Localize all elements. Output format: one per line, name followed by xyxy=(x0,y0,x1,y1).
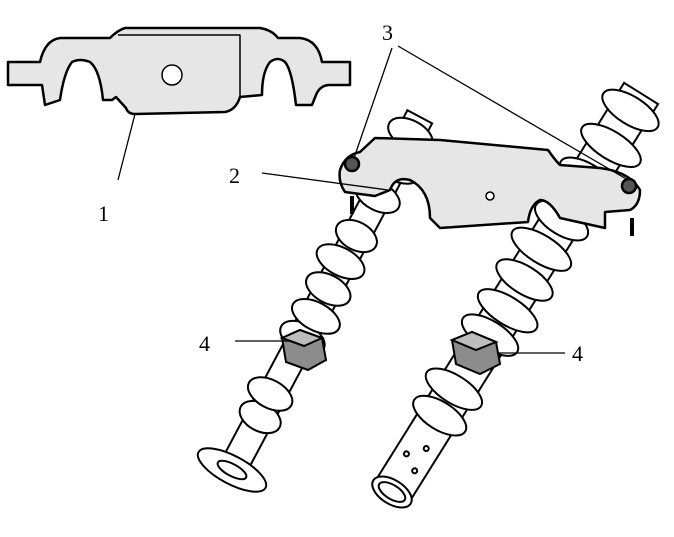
hex-nut-left xyxy=(279,328,328,372)
camshaft-locking-tool-installed xyxy=(338,136,642,236)
leader-3b xyxy=(397,45,629,181)
callout-2: 2 xyxy=(229,163,240,188)
callout-4-left: 4 xyxy=(199,331,210,356)
camshaft-locking-tool-detail xyxy=(6,26,352,116)
leader-lines xyxy=(117,45,629,354)
callout-1: 1 xyxy=(98,201,109,226)
callout-3: 3 xyxy=(382,20,393,45)
leader-1 xyxy=(117,113,136,181)
leader-2 xyxy=(261,172,389,191)
callout-4-right: 4 xyxy=(572,341,583,366)
hex-nut-right xyxy=(449,330,502,376)
leader-3a xyxy=(353,47,393,159)
